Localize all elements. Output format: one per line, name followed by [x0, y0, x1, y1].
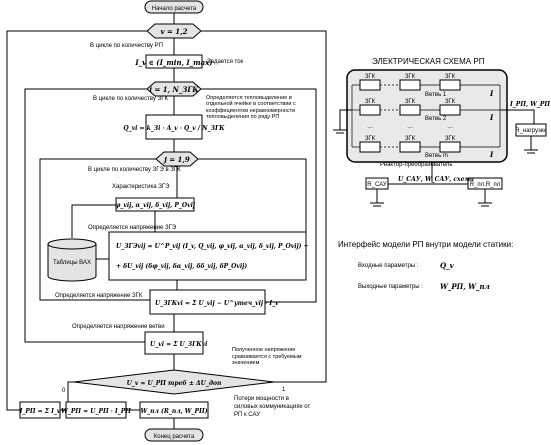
interface-title: Интерфейс модели РП внутри модели статик… [338, 240, 513, 249]
branch-0-label: 0 [62, 388, 66, 394]
vak-tables-db: Таблицы ВАХ [47, 238, 97, 282]
set-current-formula: I_v ∈ (I_min, I_max) [134, 58, 212, 67]
loop-rp-label: В цикле по количеству РП [90, 43, 163, 49]
zgk-cells: ЗГК ЗГК ЗГК ЗГК ЗГК ЗГК ЗГК ЗГК ЗГК [359, 74, 461, 153]
out-current-label: I_РП, W_РП [509, 101, 550, 108]
svg-text:ЗГК: ЗГК [405, 99, 416, 105]
start-label: Начало расчета [152, 6, 197, 12]
voltage-zge-label: Определяется напряжение ЗГЭ [88, 225, 177, 231]
heat-formula: Q_vi = k_Зi · A_v · Q_v / N_ЗГК [123, 125, 225, 132]
outputs-label: Выходные параметры : [358, 284, 423, 290]
compare-decision: U_v = U_РП треб ± ΔU_доп [73, 369, 275, 395]
inputs-value: Q_v [440, 261, 455, 270]
start-terminator: Начало расчета [144, 0, 204, 14]
zge-chars-label: Характеристика ЗГЭ [112, 184, 170, 190]
svg-text:R_САУ: R_САУ [367, 182, 387, 188]
loss-formula: W_пл (R_пл, W_РП) [140, 408, 207, 415]
vak-formula-box: U_ЗГЭvij = U^Р_vij (I_v, Q_vij, φ_vij, α… [108, 231, 309, 281]
loss-box: W_пл (R_пл, W_РП) [139, 401, 209, 419]
r-left-resistor: R_САУ [365, 177, 389, 190]
compare-formula: U_v = U_РП треб ± ΔU_доп [127, 380, 222, 387]
heat-formula-box: Q_vi = k_Зi · A_v · Q_v / N_ЗГК [123, 114, 225, 140]
current2-label: I [489, 113, 494, 122]
loop-rp-hexagon: v = 1,2 [146, 23, 202, 39]
sum-formula: I_РП = Σ I_v [19, 408, 61, 415]
reactor-frame [346, 69, 508, 163]
loop-zgk-hexagon: i = 1, N_ЗГК [146, 81, 202, 97]
outputs-value: W_РП, W_пл [440, 282, 490, 291]
end-terminator: Конец расчета [144, 428, 204, 442]
sum-current-box: I_РП = Σ I_v [19, 401, 61, 419]
compare-note: Полученное напряжение сравнивается с тре… [232, 347, 302, 366]
branch-1-label: 1 [282, 387, 286, 393]
heat-note: Определяется тепловыделение в отдельной … [206, 95, 296, 120]
loss-note-1: Потери мощности в [234, 396, 289, 402]
svg-text:…: … [407, 124, 413, 130]
zge-chars-formula: φ_vij, α_vij, δ_vij, P_Ovij [115, 202, 196, 209]
svg-text:ЗГК: ЗГК [365, 99, 376, 105]
svg-text:R_нагрузки: R_нагрузки [515, 128, 547, 134]
svg-text:R_пл.R_пл: R_пл.R_пл [470, 182, 501, 188]
svg-text:…: … [447, 124, 453, 130]
loop-zgk-var: i = 1, N_ЗГК [149, 85, 199, 94]
svg-text:ЗГК: ЗГК [445, 99, 456, 105]
set-current-box: I_v ∈ (I_min, I_max) [134, 54, 213, 69]
voltage-branch-label: Определяется напряжение ветви [72, 324, 165, 330]
branch-formula: U_vi = Σ U_ЗГКvi [150, 341, 208, 348]
zgk-formula-box: U_ЗГКvi = Σ U_vij − U^утеч_vij · I_v [149, 289, 279, 315]
branch-formula-box: U_vi = Σ U_ЗГКvi [144, 331, 208, 355]
power-formula: W_РП = U_РП · I_РП [61, 408, 131, 415]
svg-text:ЗГК: ЗГК [365, 136, 376, 142]
svg-text:ЗГК: ЗГК [445, 74, 456, 80]
zgk-formula: U_ЗГКvi = Σ U_vij − U^утеч_vij · I_v [155, 300, 279, 307]
load-resistor: R_нагрузки [515, 123, 547, 137]
branch2-label: Ветвь 2 [425, 116, 447, 122]
loop-zgk-label: В цикле по количеству ЗГК [93, 96, 168, 102]
inputs-label: Входные параметры : [358, 263, 419, 269]
circuit-title: ЭЛЕКТРИЧЕСКАЯ СХЕМА РП [372, 57, 485, 66]
loop-zge-hexagon: j = 1,9 [155, 151, 199, 167]
end-label: Конец расчета [154, 434, 195, 440]
vak-formula-line2: + δU_vij (δφ_vij, δα_vij, δδ_vij, δP_Ovi… [116, 263, 247, 270]
set-current-label: Задается ток [207, 59, 244, 65]
vak-tables-label: Таблицы ВАХ [53, 260, 91, 266]
branchm-label: Ветвь m [425, 153, 448, 159]
svg-text:ЗГК: ЗГК [445, 136, 456, 142]
loss-note-3: РП к САУ [234, 412, 260, 418]
loop-zge-label: В цикле по количеству ЗГЭ в ЗГК [88, 167, 181, 173]
bus-label: U_САУ, W_САУ, схема [398, 176, 474, 183]
power-box: W_РП = U_РП · I_РП [61, 401, 131, 419]
svg-text:ЗГК: ЗГК [405, 136, 416, 142]
currentm-label: I [489, 150, 494, 159]
svg-text:ЗГК: ЗГК [365, 74, 376, 80]
loop-zge-var: j = 1,9 [162, 155, 190, 164]
zge-chars-box: φ_vij, α_vij, δ_vij, P_Ovij [115, 197, 196, 212]
current1-label: I [489, 89, 494, 98]
loop-rp-var: v = 1,2 [161, 27, 188, 36]
reactor-label: Реактор-преобразователь [380, 162, 453, 168]
svg-text:ЗГК: ЗГК [405, 74, 416, 80]
voltage-zgk-label: Определяется напряжение ЗГК [55, 293, 143, 299]
svg-text:…: … [367, 124, 373, 130]
loss-note-2: силовых коммуникациях от [234, 404, 310, 410]
vak-formula-line1: U_ЗГЭvij = U^Р_vij (I_v, Q_vij, φ_vij, α… [116, 243, 309, 250]
branch1-label: Ветвь 1 [425, 92, 447, 98]
